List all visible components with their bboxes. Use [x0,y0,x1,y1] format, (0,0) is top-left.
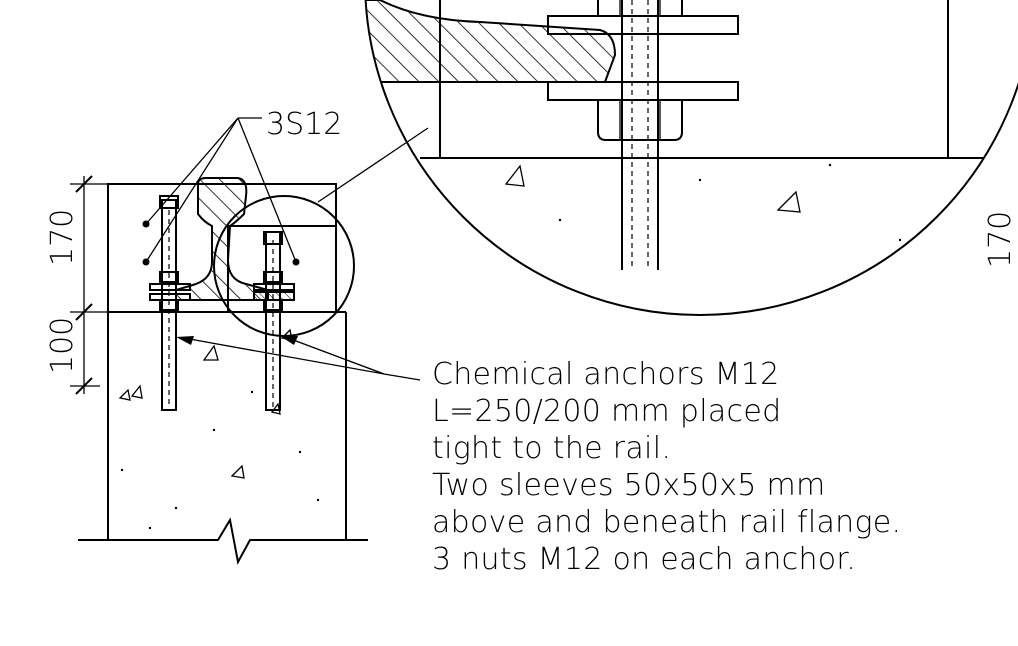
detail-bottom-nut [597,99,683,141]
detail-top-nut [597,0,683,17]
note-line: Chemical anchors M12 [432,357,780,392]
note-line: L=250/200 mm placed [432,394,782,429]
detail-circle [364,0,1018,316]
left-anchor [149,195,195,411]
dimension-170-label: 170 [45,209,80,266]
anchor-note: Chemical anchors M12 L=250/200 mm placed… [432,356,1002,578]
sleeve-reference-label: 3S12 [266,107,342,142]
right-anchor [253,231,295,411]
detail-marker-circle [213,195,355,337]
note-line: above and beneath rail flange. [432,505,902,540]
break-line [78,517,368,565]
note-line: Two sleeves 50x50x5 mm [432,468,826,503]
detail-lower-sleeve [547,81,739,101]
anchor-leaders [176,336,421,381]
dimension-100-label: 100 [45,317,80,374]
concrete-aggregate [118,328,320,530]
note-line: 3 nuts M12 on each anchor. [432,542,857,577]
detail-dimension-label: 170 [983,211,1018,268]
sleeve-leaders [145,117,297,263]
rail-profile [175,177,269,301]
vertical-dimension [70,175,108,395]
detail-rail-flange [365,0,617,83]
detail-enlargement: 170 [364,0,1018,316]
section-view: 3S12 [45,107,421,565]
note-line: tight to the rail. [432,431,672,466]
